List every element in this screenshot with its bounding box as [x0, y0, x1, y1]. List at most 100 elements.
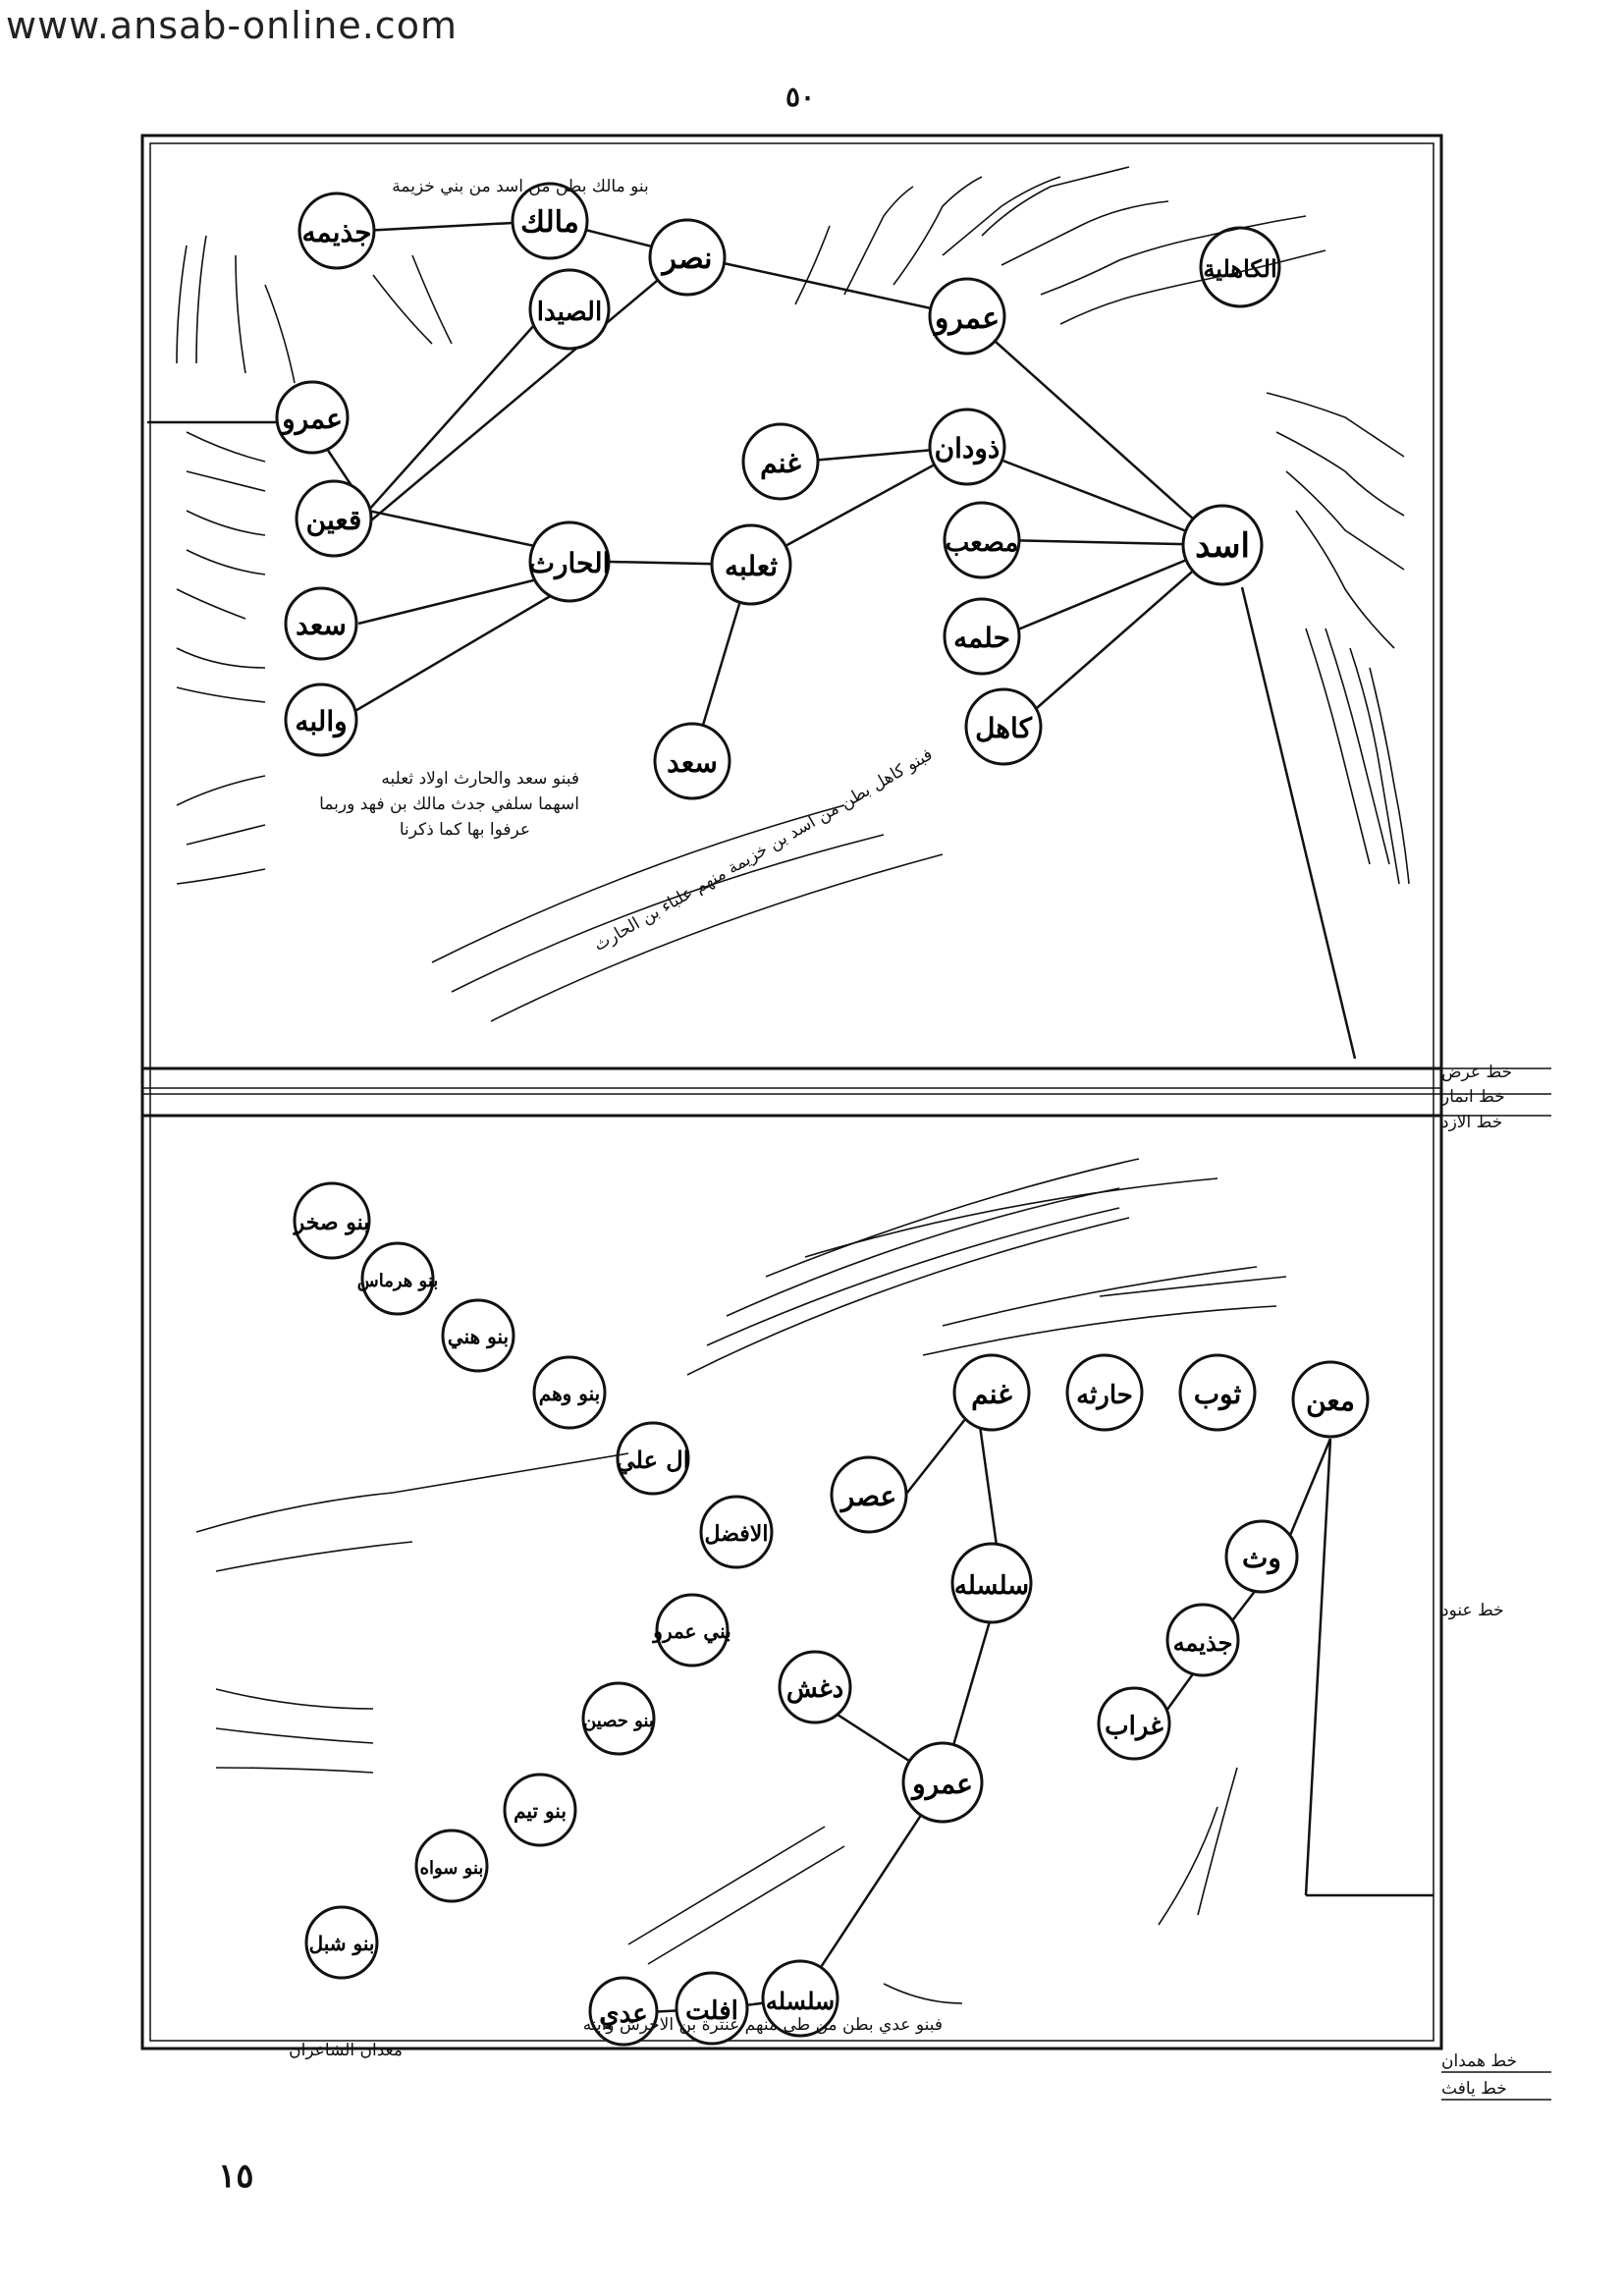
- node-banu-wahm[interactable]: بنو وهم: [532, 1355, 607, 1430]
- side-label-5: خط همدان: [1441, 2051, 1517, 2071]
- node-saad-left[interactable]: سعد: [284, 586, 358, 661]
- handwritten-notes: [176, 166, 1410, 2004]
- note-saad-2: اسهما سلفي جدث مالك بن فهد وربما: [319, 794, 579, 814]
- annotations: بنو مالك بطن من اسد من بني خزيمة فبنو سع…: [289, 177, 943, 2060]
- svg-text:بنو وهم: بنو وهم: [539, 1382, 600, 1406]
- node-asad[interactable]: اسد: [1181, 504, 1264, 586]
- note-malik: بنو مالك بطن من اسد من بني خزيمة: [392, 177, 648, 196]
- node-tawb[interactable]: ثوب: [1178, 1353, 1257, 1432]
- node-nasr[interactable]: نصر: [648, 218, 727, 297]
- note-saad-3: عرفوا بها كما ذكرنا: [400, 820, 530, 840]
- note-kahil: فبنو كاهل بطن من اسد بن خزيمة منهم علباء…: [591, 744, 937, 956]
- svg-text:غراب: غراب: [1105, 1712, 1163, 1741]
- svg-text:بنو سواه: بنو سواه: [420, 1858, 484, 1879]
- svg-text:الكاهلية: الكاهلية: [1203, 254, 1276, 283]
- node-al-afdal[interactable]: الافضل: [699, 1495, 774, 1569]
- note-adiy-1: فبنو عدي بطن من طي منهم عنترة بن الاخرش …: [583, 2015, 943, 2035]
- node-daghsh[interactable]: دغش: [778, 1650, 852, 1724]
- node-saad-mid[interactable]: سعد: [653, 722, 731, 800]
- node-ghurab[interactable]: غراب: [1097, 1686, 1171, 1761]
- node-silsila-low[interactable]: سلسله: [761, 1959, 839, 2038]
- node-sayda[interactable]: الصيدا: [528, 268, 611, 351]
- node-banu-amr[interactable]: بني عمرو: [651, 1593, 731, 1667]
- svg-text:ثعلبه: ثعلبه: [725, 550, 778, 582]
- svg-text:سلسله: سلسله: [766, 1987, 835, 2015]
- node-harith[interactable]: الحارث: [528, 520, 611, 603]
- node-judhayma-top[interactable]: جذيمه: [298, 191, 376, 270]
- svg-text:الصيدا: الصيدا: [537, 298, 602, 327]
- side-label-6: خط يافث: [1441, 2079, 1507, 2099]
- svg-text:بنو هني: بنو هني: [448, 1325, 509, 1349]
- svg-text:معن: معن: [1306, 1385, 1355, 1418]
- node-malik[interactable]: مالك: [511, 182, 589, 260]
- node-dhawdan[interactable]: ذودان: [928, 408, 1006, 486]
- node-ghanm-top[interactable]: غنم: [741, 422, 820, 501]
- node-haritha[interactable]: حارثه: [1065, 1353, 1144, 1432]
- node-ghanm-low[interactable]: غنم: [952, 1353, 1031, 1432]
- svg-text:افلت: افلت: [685, 1996, 738, 2026]
- node-banu-husayn[interactable]: بنو حصين: [581, 1681, 656, 1756]
- svg-text:جذيمه: جذيمه: [302, 216, 372, 248]
- svg-text:غنم: غنم: [760, 447, 801, 480]
- svg-text:بنو حصين: بنو حصين: [583, 1711, 654, 1731]
- svg-text:سعد: سعد: [667, 746, 718, 779]
- node-quayn[interactable]: قعين: [295, 479, 373, 558]
- svg-text:عمرو: عمرو: [280, 403, 343, 436]
- svg-text:ثوب: ثوب: [1194, 1378, 1242, 1411]
- node-kahil[interactable]: كاهل: [964, 687, 1043, 766]
- note-saad-1: فبنو سعد والحارث اولاد ثعلبه: [381, 769, 579, 789]
- svg-text:ذودان: ذودان: [935, 432, 1001, 465]
- side-label-4: خط عنود: [1441, 1601, 1504, 1620]
- node-asr[interactable]: عصر: [830, 1455, 908, 1534]
- side-label-3: خط الازد: [1441, 1113, 1503, 1132]
- frame: [140, 134, 1551, 2101]
- svg-text:ال علي: ال علي: [617, 1446, 690, 1475]
- node-waliba[interactable]: والبه: [284, 683, 358, 757]
- svg-text:بنو صخر: بنو صخر: [293, 1210, 370, 1235]
- node-kahiliyya[interactable]: الكاهلية: [1199, 226, 1281, 308]
- svg-text:اسد: اسد: [1195, 526, 1250, 566]
- node-thalaba[interactable]: ثعلبه: [710, 523, 792, 606]
- svg-text:نصر: نصر: [661, 242, 713, 276]
- node-banu-shibl[interactable]: بنو شبل: [304, 1905, 379, 1980]
- node-banu-hani[interactable]: بنو هني: [441, 1298, 515, 1373]
- node-banu-tayyim[interactable]: بنو تيم: [503, 1773, 577, 1847]
- svg-text:كاهل: كاهل: [975, 712, 1033, 744]
- page-number-bottom: ١٥: [218, 2157, 254, 2196]
- node-aflat[interactable]: افلت: [675, 1971, 749, 2046]
- node-maan[interactable]: معن: [1291, 1360, 1370, 1439]
- side-label-1: خط عرض: [1441, 1063, 1513, 1082]
- node-amr-left[interactable]: عمرو: [275, 380, 350, 455]
- svg-text:جذيمه: جذيمه: [1173, 1628, 1233, 1657]
- svg-text:مصعب: مصعب: [946, 528, 1019, 558]
- svg-text:حارثه: حارثه: [1076, 1381, 1133, 1410]
- site-url[interactable]: www.ansab-online.com: [6, 4, 458, 47]
- svg-text:قعين: قعين: [306, 504, 362, 537]
- svg-text:بنو هرماس: بنو هرماس: [357, 1271, 439, 1291]
- svg-text:الحارث: الحارث: [529, 547, 611, 580]
- svg-text:مالك: مالك: [520, 205, 579, 240]
- node-wth[interactable]: وث: [1224, 1519, 1299, 1594]
- svg-text:والبه: والبه: [295, 705, 347, 738]
- side-label-2: خط انمار: [1441, 1087, 1505, 1107]
- node-hilma[interactable]: حلمه: [943, 597, 1021, 676]
- node-musab[interactable]: مصعب: [943, 501, 1021, 579]
- node-judhayma-low[interactable]: جذيمه: [1165, 1603, 1240, 1677]
- svg-text:بنو شبل: بنو شبل: [309, 1932, 375, 1956]
- node-banu-harmas[interactable]: بنو هرماس: [357, 1241, 439, 1316]
- node-amr-top[interactable]: عمرو: [928, 277, 1006, 355]
- svg-text:حلمه: حلمه: [953, 622, 1010, 654]
- node-silsila-mid[interactable]: سلسله: [950, 1542, 1033, 1624]
- node-adiy[interactable]: عدي: [588, 1976, 659, 2047]
- node-banu-sakhr[interactable]: بنو صخر: [293, 1181, 371, 1260]
- node-al-ali[interactable]: ال علي: [616, 1421, 690, 1496]
- svg-text:وث: وث: [1242, 1542, 1281, 1575]
- node-banu-sawah[interactable]: بنو سواه: [414, 1829, 489, 1903]
- svg-text:عمرو: عمرو: [933, 301, 1000, 336]
- page-number-top: ٥٠: [785, 81, 816, 113]
- node-amr-low[interactable]: عمرو: [901, 1741, 984, 1824]
- connector-lines-bottom: [627, 1403, 1434, 2015]
- svg-text:عدي: عدي: [599, 1999, 648, 2029]
- svg-text:بني عمرو: بني عمرو: [651, 1619, 730, 1644]
- svg-text:بنو تيم: بنو تيم: [514, 1799, 567, 1824]
